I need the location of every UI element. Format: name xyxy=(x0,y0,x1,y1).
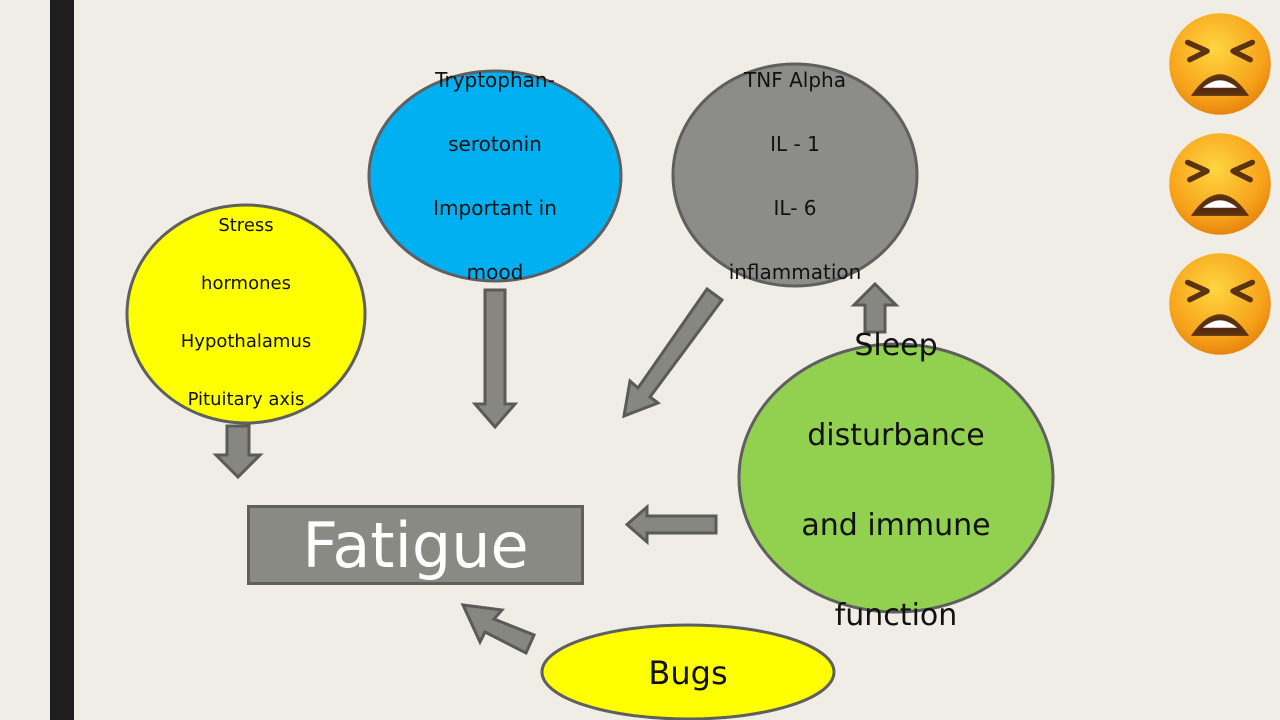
node-stress-text: Stress hormones Hypothalamus Pituitary a… xyxy=(150,215,342,410)
fatigue-label: Fatigue xyxy=(302,508,529,582)
tnf-line-1: TNF Alpha xyxy=(744,68,846,92)
sleep-line-2: disturbance xyxy=(807,417,985,453)
node-sleep-ellipse xyxy=(737,342,1055,614)
left-accent-bar xyxy=(50,0,74,720)
tryptophan-line-3: Important in xyxy=(433,196,557,220)
tnf-line-3: IL- 6 xyxy=(773,196,817,220)
node-bugs-ellipse xyxy=(540,623,836,720)
node-stress-ellipse xyxy=(125,203,367,425)
tired-face-icon xyxy=(1169,133,1271,235)
tryptophan-line-2: serotonin xyxy=(448,132,542,156)
stress-line-2: hormones xyxy=(201,272,291,294)
arrow-tnf-to-fatigue xyxy=(622,286,725,419)
fatigue-box: Fatigue xyxy=(247,505,584,585)
arrow-tryptophan-to-fatigue xyxy=(471,288,519,430)
node-tryptophan-text: Tryptophan- serotonin Important in mood xyxy=(395,68,595,284)
bugs-label: Bugs xyxy=(648,654,728,692)
arrow-stress-to-fatigue xyxy=(212,424,264,480)
node-tnf-ellipse xyxy=(671,62,919,288)
node-bugs-text: Bugs xyxy=(590,650,786,696)
node-tryptophan-ellipse xyxy=(367,69,623,283)
sleep-line-4: function xyxy=(834,597,958,633)
stress-line-3: Hypothalamus xyxy=(180,330,312,352)
tnf-line-2: IL - 1 xyxy=(770,132,820,156)
node-tnf-text: TNF Alpha IL - 1 IL- 6 inflammation xyxy=(700,68,890,284)
arrow-sleep-to-fatigue xyxy=(624,503,718,546)
sleep-line-3: and immune xyxy=(801,507,991,543)
node-sleep-text: Sleep disturbance and immune function xyxy=(770,328,1022,633)
sleep-line-1: Sleep xyxy=(854,327,938,363)
stress-line-4: Pituitary axis xyxy=(187,388,305,410)
arrow-sleep-to-tnf xyxy=(850,281,900,334)
arrow-bugs-to-fatigue xyxy=(460,603,537,656)
stress-line-1: Stress xyxy=(218,214,274,236)
tnf-line-4: inflammation xyxy=(728,260,862,284)
tryptophan-line-4: mood xyxy=(466,260,524,284)
tired-face-icon xyxy=(1169,13,1271,115)
tired-face-icon xyxy=(1169,253,1271,355)
tryptophan-line-1: Tryptophan- xyxy=(435,68,555,92)
